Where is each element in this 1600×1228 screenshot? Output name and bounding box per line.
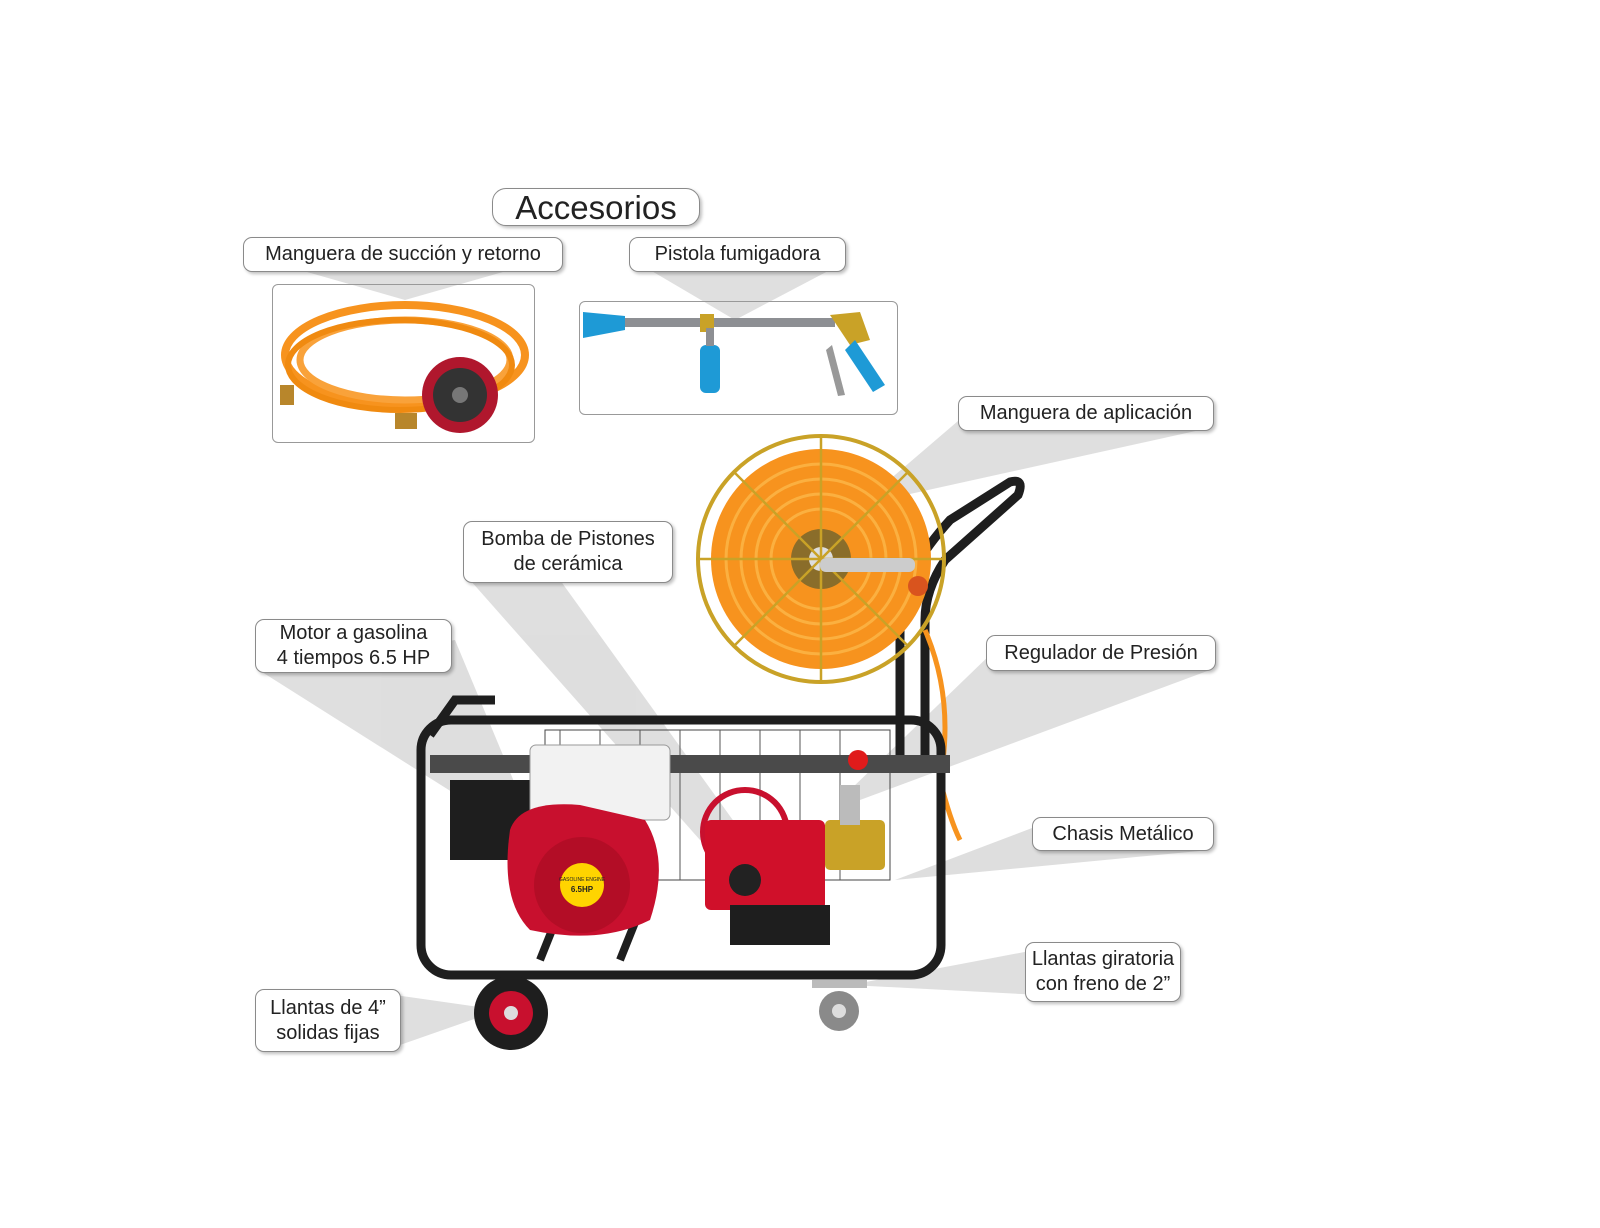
pointer-hose-reel xyxy=(860,415,1200,505)
label-text-line2: de cerámica xyxy=(513,553,623,575)
accessories-title: Accesorios xyxy=(492,188,700,226)
pointer-pump xyxy=(470,580,740,840)
label-caster-wheels: Llantas giratoria con freno de 2” xyxy=(1025,942,1181,1002)
sprayer-machine: GASOLINE ENGINE 6.5HP xyxy=(416,434,1025,1050)
pump xyxy=(700,750,885,945)
label-text: Manguera de aplicación xyxy=(979,402,1193,424)
label-text-line1: Motor a gasolina xyxy=(279,622,428,644)
svg-text:GASOLINE ENGINE: GASOLINE ENGINE xyxy=(559,877,606,883)
label-fixed-wheels: Llantas de 4” solidas fijas xyxy=(255,989,401,1052)
suction-hose-image xyxy=(280,301,529,433)
label-text-line2: con freno de 2” xyxy=(1035,973,1171,995)
engine: GASOLINE ENGINE 6.5HP xyxy=(450,744,671,936)
label-suction-hose: Manguera de succión y retorno xyxy=(243,237,563,272)
label-text: Manguera de succión y retorno xyxy=(265,243,541,265)
fixed-wheel xyxy=(474,976,548,1050)
pointer-spray-gun xyxy=(650,270,830,320)
label-chassis: Chasis Metálico xyxy=(1032,817,1214,851)
pressure-regulator xyxy=(825,820,885,870)
spray-gun-photo-frame xyxy=(579,301,898,415)
label-regulator: Regulador de Presión xyxy=(986,635,1216,671)
label-text-line2: solidas fijas xyxy=(276,1021,380,1044)
label-text-line1: Llantas de 4” xyxy=(270,996,386,1019)
label-hose-reel: Manguera de aplicación xyxy=(958,396,1214,431)
pointer-caster xyxy=(850,950,1040,995)
pointer-suction-hose xyxy=(300,270,510,300)
label-spray-gun: Pistola fumigadora xyxy=(629,237,846,272)
engine-badge xyxy=(560,863,604,907)
label-pump: Bomba de Pistones de cerámica xyxy=(463,521,673,583)
label-text: Chasis Metálico xyxy=(1052,822,1194,845)
label-text-line1: Bomba de Pistones xyxy=(481,528,655,550)
label-text-line2: 4 tiempos 6.5 HP xyxy=(276,647,431,669)
label-text: Regulador de Presión xyxy=(1004,641,1198,664)
suction-hose-photo-frame xyxy=(272,284,535,443)
pointer-fixed-wheel xyxy=(395,995,500,1045)
label-text: Pistola fumigadora xyxy=(654,243,821,265)
label-text-line1: Llantas giratoria xyxy=(1031,948,1175,970)
accessories-title-text: Accesorios xyxy=(515,188,677,226)
spray-gun-image xyxy=(583,312,885,396)
hose-reel xyxy=(696,434,946,684)
label-engine: Motor a gasolina 4 tiempos 6.5 HP xyxy=(255,619,452,673)
svg-text:6.5HP: 6.5HP xyxy=(571,885,594,894)
caster-wheel xyxy=(812,980,867,1031)
